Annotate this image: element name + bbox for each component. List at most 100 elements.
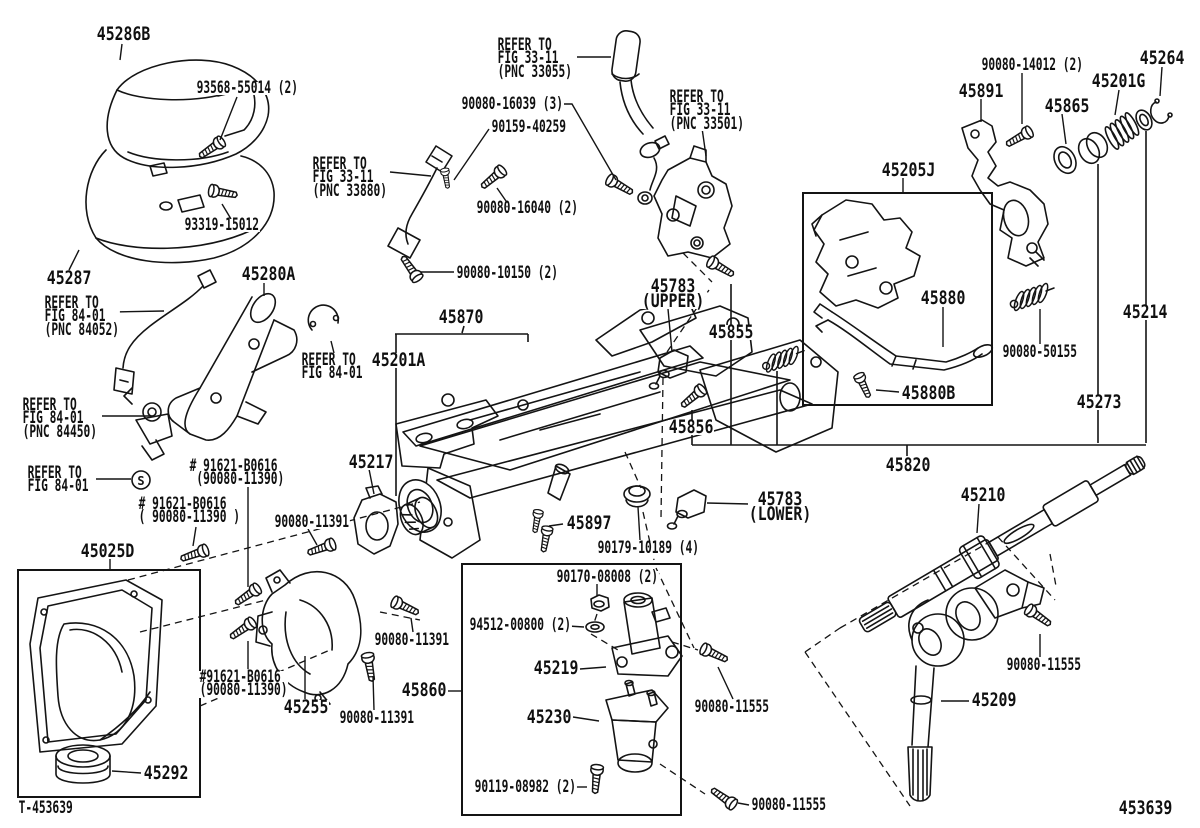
callout-93568-55014: 93568-55014 (2) xyxy=(196,78,299,98)
callout-45870: 45870 xyxy=(438,306,485,328)
callout-refer-8401-clip: REFER TO FIG 84-01 xyxy=(301,350,364,384)
callout-45856: 45856 xyxy=(668,416,715,438)
callout-45201A: 45201A xyxy=(371,349,427,371)
callout-45783-lower: 45783 (LOWER) xyxy=(748,488,813,525)
callout-45230: 45230 xyxy=(526,706,573,728)
callout-45205J: 45205J xyxy=(881,159,937,181)
dash-45209-envelope xyxy=(804,536,1057,807)
part-key-interlock xyxy=(123,387,173,461)
part-45205j-tilt-mechanism xyxy=(811,199,921,309)
callout-refer-33501: REFER TO FIG 33-11 (PNC 33501) xyxy=(669,87,745,134)
dash-33501-axis xyxy=(682,252,713,283)
callout-45287: 45287 xyxy=(46,267,93,289)
s-marker-icon: S xyxy=(131,470,151,490)
callout-90080-10150: 90080-10150 (2) xyxy=(456,263,559,283)
dash-45219-axis xyxy=(590,613,619,651)
part-45292-seal-ring xyxy=(55,744,111,784)
callout-91621-B0616-b: # 91621-B0616 ( 90080-11390 ) xyxy=(138,494,241,528)
part-16039-sensor xyxy=(387,145,453,259)
callout-45292: 45292 xyxy=(143,762,190,784)
part-45255-cover xyxy=(255,569,362,709)
part-45783-lower-clamp xyxy=(666,489,707,530)
callout-45273: 45273 xyxy=(1076,391,1123,413)
part-45025d-cover xyxy=(29,579,163,753)
callout-91621-B0616-a: # 91621-B0616 (90080-11390) xyxy=(189,456,285,490)
callout-93319-15012: 93319-15012 xyxy=(184,215,260,235)
callout-90080-11391-b: 90080-11391 xyxy=(374,630,450,650)
callout-90080-11391-a: 90080-11391 xyxy=(274,512,350,532)
callout-refer-33055: REFER TO FIG 33-11 (PNC 33055) xyxy=(497,35,573,82)
callout-45880: 45880 xyxy=(920,287,967,309)
callout-45855: 45855 xyxy=(708,321,755,343)
part-45280a-clamp xyxy=(167,292,298,441)
callout-45209: 45209 xyxy=(971,689,1018,711)
part-45891-bracket xyxy=(961,119,1049,267)
callout-refer-84450: REFER TO FIG 84-01 (PNC 84450) xyxy=(22,395,98,442)
callout-45210: 45210 xyxy=(960,484,1007,506)
callout-sheet-code-right: 453639 xyxy=(1118,797,1174,819)
callout-45025D: 45025D xyxy=(80,540,136,562)
callout-45286B: 45286B xyxy=(96,23,152,45)
part-snap-clip xyxy=(307,304,340,331)
callout-45897: 45897 xyxy=(566,512,613,534)
callout-90080-11555-b: 90080-11555 xyxy=(751,795,827,815)
callout-90080-50155: 90080-50155 xyxy=(1002,342,1078,362)
callout-refer-8401-s: REFER TO FIG 84-01 xyxy=(27,463,90,497)
part-45230-lower-joint xyxy=(605,679,669,773)
callout-90170-08008: 90170-08008 (2) xyxy=(556,567,659,587)
callout-45891: 45891 xyxy=(958,80,1005,102)
dash-45255-bolt xyxy=(379,611,421,621)
part-45219-upper-joint xyxy=(611,592,683,677)
callout-90159-40259: 90159-40259 xyxy=(491,117,567,137)
callout-94512-00800: 94512-00800 (2) xyxy=(469,615,572,635)
callout-45264: 45264 xyxy=(1139,47,1186,69)
part-90179-grommet xyxy=(623,485,651,508)
callout-45865: 45865 xyxy=(1044,95,1091,117)
dash-11555-axis xyxy=(671,641,699,651)
callout-45783-upper: 45783 (UPPER) xyxy=(641,275,706,312)
callout-45219: 45219 xyxy=(533,657,580,679)
part-45264-snap-ring xyxy=(1149,98,1173,124)
callout-refer-33880: REFER TO FIG 33-11 (PNC 33880) xyxy=(312,154,388,201)
part-45201g-bushing xyxy=(1104,112,1140,150)
callout-sheet-code-left: T-453639 xyxy=(18,798,74,818)
callout-refer-84052: REFER TO FIG 84-01 (PNC 84052) xyxy=(44,293,120,340)
callout-90119-08982: 90119-08982 (2) xyxy=(474,777,577,797)
callout-45214: 45214 xyxy=(1122,301,1169,323)
part-45214-ring xyxy=(1135,109,1153,131)
part-45209-intermediate-shaft xyxy=(907,569,1045,802)
callout-90080-16039: 90080-16039 (3) xyxy=(461,94,564,114)
callout-45255: 45255 xyxy=(283,696,330,718)
callout-90080-14012: 90080-14012 (2) xyxy=(981,55,1084,75)
group-box-45205j xyxy=(802,192,993,406)
group-box-45860 xyxy=(461,563,682,816)
callout-45201G: 45201G xyxy=(1091,70,1147,92)
part-90170-nut xyxy=(590,594,610,612)
dash-45025d-b xyxy=(139,599,267,633)
callout-45880B: 45880B xyxy=(901,382,957,404)
part-94512-washer xyxy=(585,621,605,633)
part-45273-bushing xyxy=(1077,131,1109,165)
part-45870-column-assembly xyxy=(395,299,839,559)
part-45201a-bearing xyxy=(399,496,439,536)
bracket-45870 xyxy=(395,325,529,342)
part-turn-signal-harness xyxy=(113,269,217,395)
callout-45217: 45217 xyxy=(348,451,395,473)
callout-90080-16040: 90080-16040 (2) xyxy=(476,198,579,218)
part-shift-lever xyxy=(611,30,670,205)
callout-90080-11555-a: 90080-11555 xyxy=(694,697,770,717)
callout-90179-10189: 90179-10189 (4) xyxy=(597,538,700,558)
callout-45860: 45860 xyxy=(401,679,448,701)
part-45783-upper-clamp xyxy=(648,349,689,390)
part-lower-column-cover xyxy=(85,149,275,264)
part-45210-main-shaft xyxy=(858,455,1146,633)
callout-90080-11555-c: 90080-11555 xyxy=(1006,655,1082,675)
dash-45230-bolt xyxy=(659,763,706,795)
s-marker-label: S xyxy=(137,474,144,488)
part-45865-ring xyxy=(1053,145,1077,175)
callout-90080-11391-c: 90080-11391 xyxy=(339,708,415,728)
callout-45280A: 45280A xyxy=(241,263,297,285)
dash-45025d-a xyxy=(127,501,421,581)
